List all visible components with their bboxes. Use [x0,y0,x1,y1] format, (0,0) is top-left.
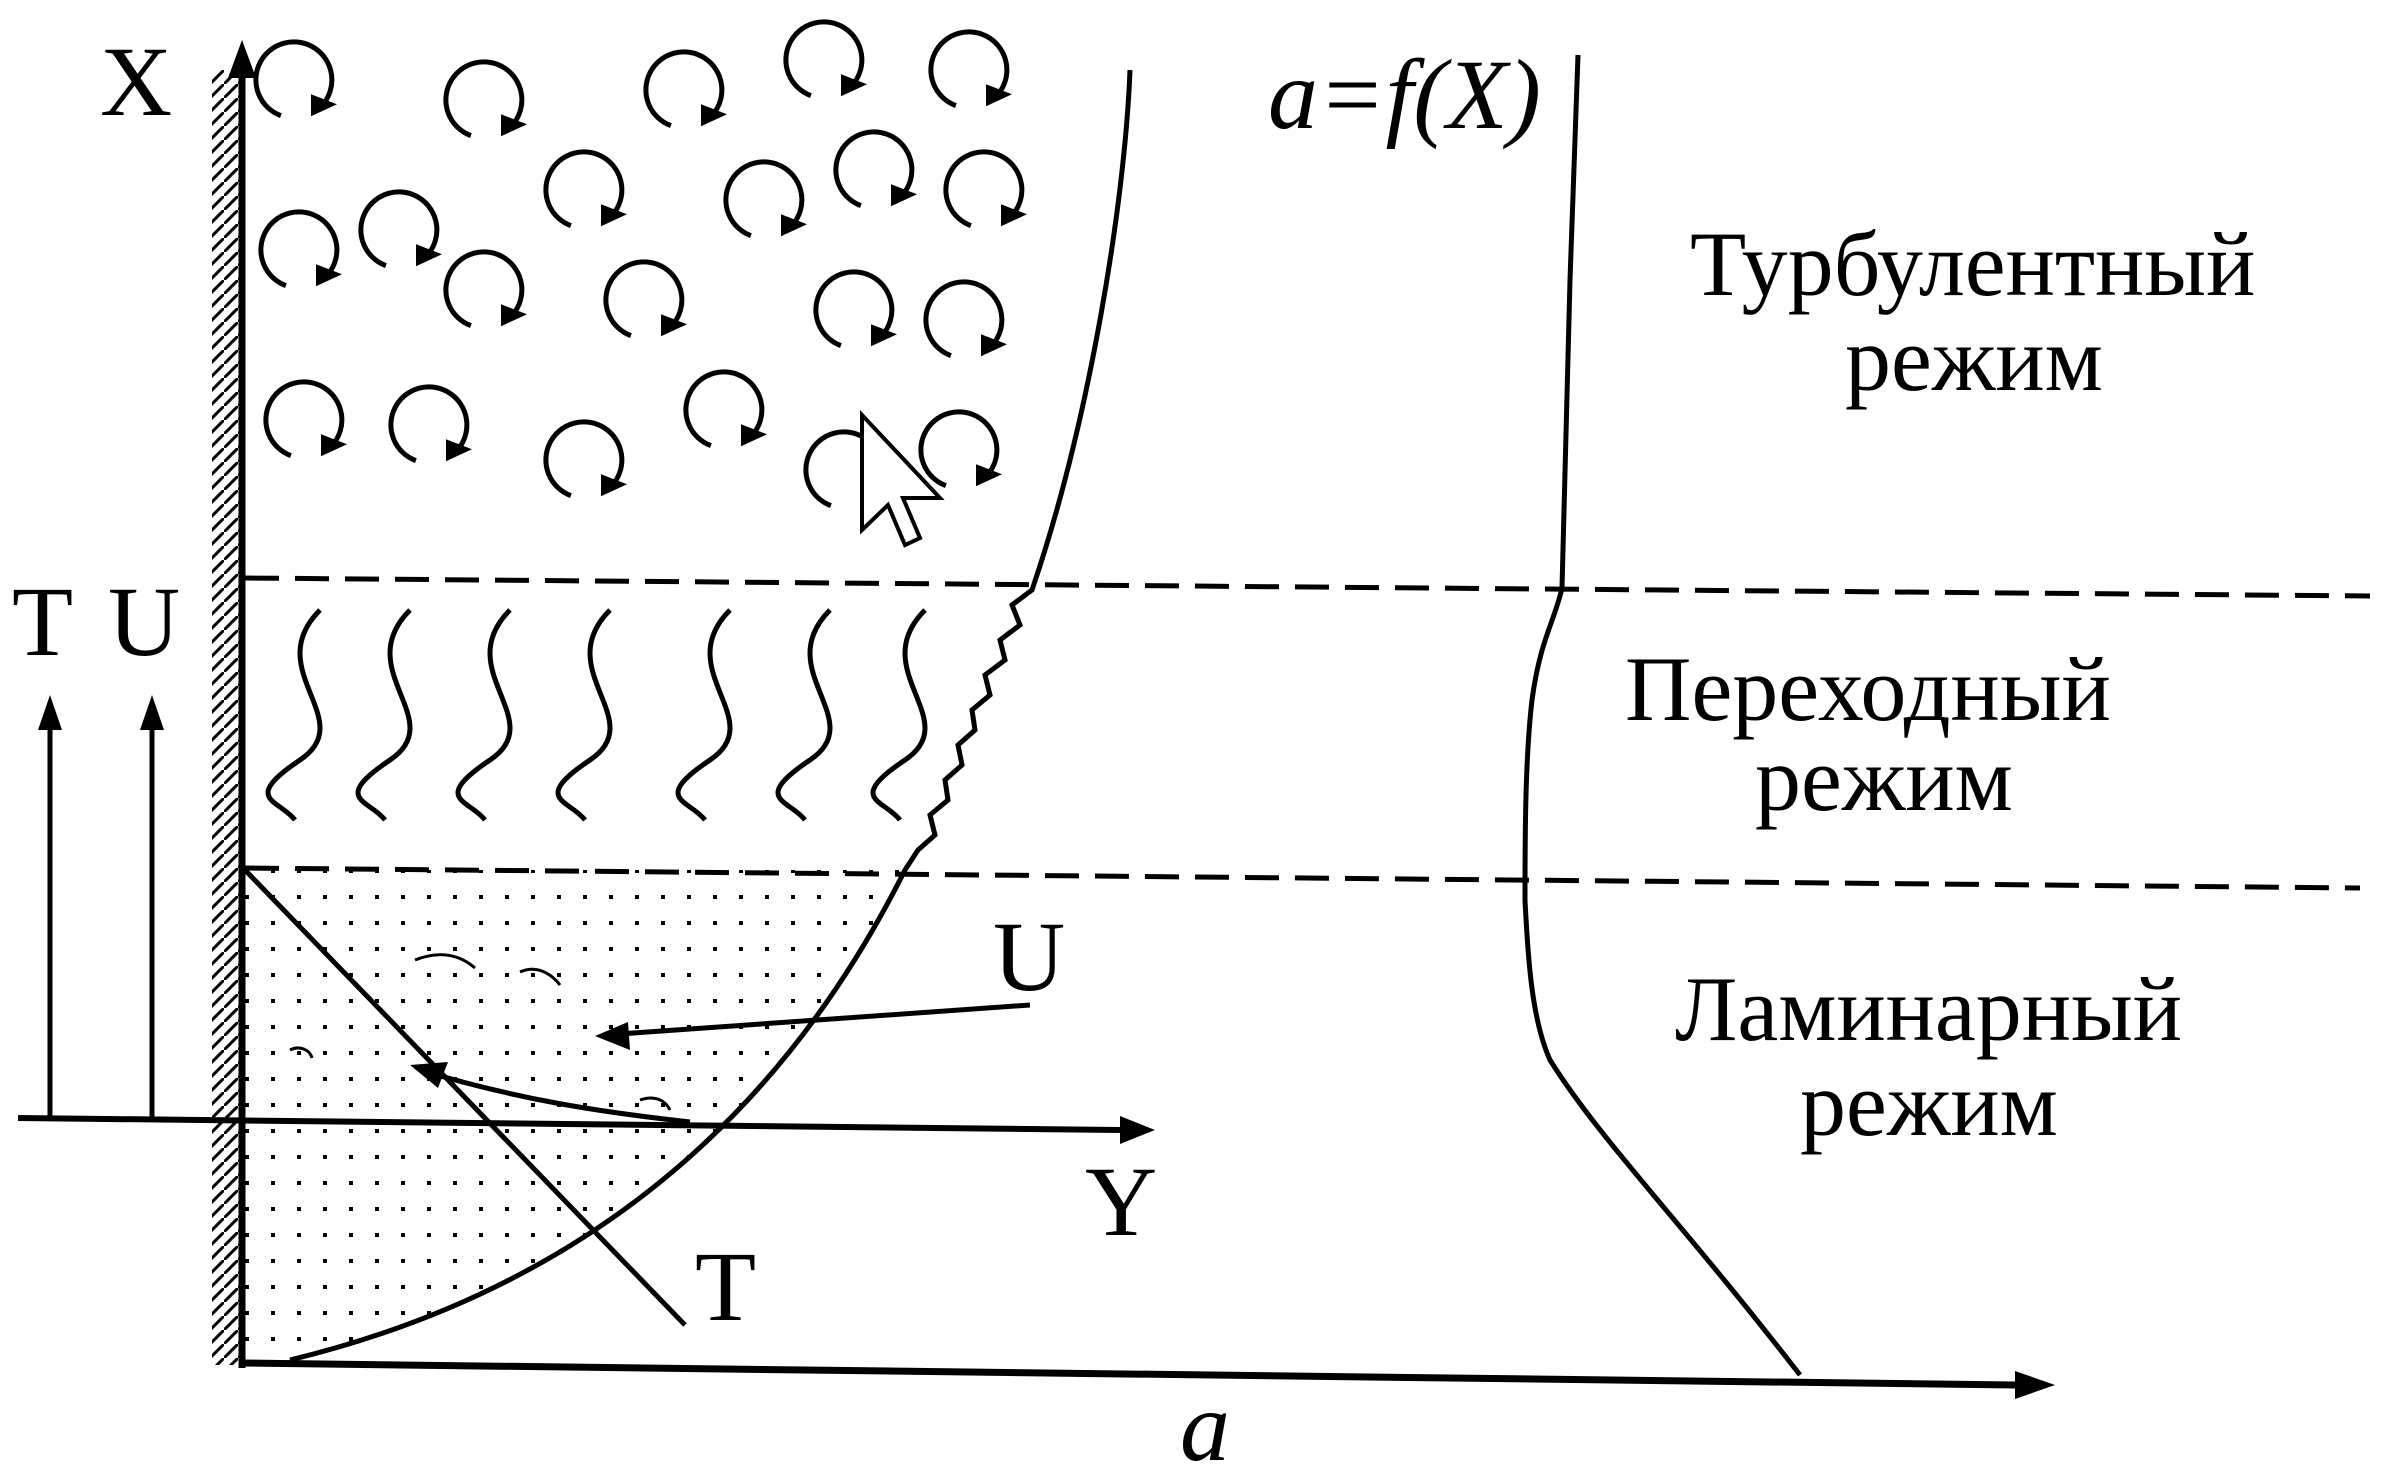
transition-regime-label-2: режим [1755,728,2013,830]
velocity-arrowhead-lower [410,1062,448,1088]
u-leader-arrowhead [595,1022,630,1050]
eddy-arc [263,379,345,458]
a-axis-arrowhead [2015,1371,2055,1399]
eddy-arrowhead [985,84,1012,107]
transition-regime-label-1: Переходный [1625,638,2111,740]
transition-wave [675,608,733,822]
eddy-arrowhead [975,464,1002,487]
eddy-arrowhead [870,324,897,347]
velocity-profile-curve [419,1067,691,1125]
eddy-arc [253,39,335,118]
y-axis-line [17,1115,1121,1133]
boundary-layer-edge [289,69,1133,1363]
transition-wave [870,608,928,822]
transition-wave [355,608,413,822]
eddy-arrowhead [600,474,627,497]
x-axis-arrowhead [228,40,256,78]
eddy-arrowhead [500,114,527,137]
eddy-arc [723,159,805,238]
transition-wave [775,608,833,822]
eddy-arc [833,129,915,208]
eddy-arc [923,279,1005,358]
x-axis-label: X [100,26,172,137]
eddy-arrowhead [740,424,767,447]
eddy-arc [443,249,525,328]
y-axis-label: Y [1085,1146,1157,1257]
turbulent-regime-label-1: Турбулентный [1690,213,2255,315]
u-left-label: U [108,566,180,677]
eddy-arc [783,19,865,98]
t-arrowhead [38,695,62,730]
eddy-arrowhead [780,214,807,237]
eddy-arc [543,419,625,498]
eddy-arrowhead [1000,204,1027,227]
function-label: a=f(X) [1268,39,1541,150]
eddy-arc [943,149,1025,228]
cursor-mark [860,409,945,548]
transition-wave [265,608,323,822]
y-axis-arrowhead [1120,1116,1155,1144]
eddy-arrowhead [500,304,527,327]
temperature-profile-line [243,868,687,1327]
eddy-arc [388,384,470,463]
eddy-arrowhead [600,204,627,227]
eddy-arc [603,259,685,338]
turbulent-regime-label-2: режим [1845,308,2103,410]
a-axis-label: a [1180,1371,1230,1476]
eddy-arc [443,59,525,138]
t-left-label: T [12,566,73,677]
turbulent-transition-boundary [244,575,2371,599]
wall-hatching [212,70,242,1365]
eddy-arrowhead [840,74,867,97]
transition-laminar-boundary [244,865,2361,891]
laminar-streaks [289,953,672,1111]
eddy-arrowhead [445,439,472,462]
transition-waves [265,608,928,822]
eddy-arrowhead [310,94,337,117]
eddy-arc [643,49,725,128]
a-axis-line [241,1359,2016,1389]
eddy-arc [928,29,1010,108]
eddy-arrowhead [980,334,1007,357]
u-profile-label: U [993,901,1065,1012]
u-leader-line [604,1002,1031,1038]
eddy-arc [918,409,1000,488]
eddy-arc [258,209,340,288]
eddy-arrowhead [660,314,687,337]
transition-wave [555,608,613,822]
eddy-arrowhead [315,264,342,287]
laminar-regime-label-1: Ламинарный [1675,958,2182,1060]
eddy-arrowhead [890,184,917,207]
turbulent-eddies [253,19,1027,508]
eddy-arrowhead [320,434,347,457]
eddy-arrowhead [415,244,442,267]
a-function-curve [1522,54,1802,1377]
eddy-arc [813,269,895,348]
eddy-arrowhead [700,104,727,127]
transition-wave [455,608,513,822]
eddy-arc [543,149,625,228]
eddy-arc [358,189,440,268]
u-arrowhead [140,695,164,730]
laminar-regime-label-2: режим [1800,1053,2058,1155]
eddy-arc [683,369,765,448]
t-profile-label: T [695,1231,756,1342]
